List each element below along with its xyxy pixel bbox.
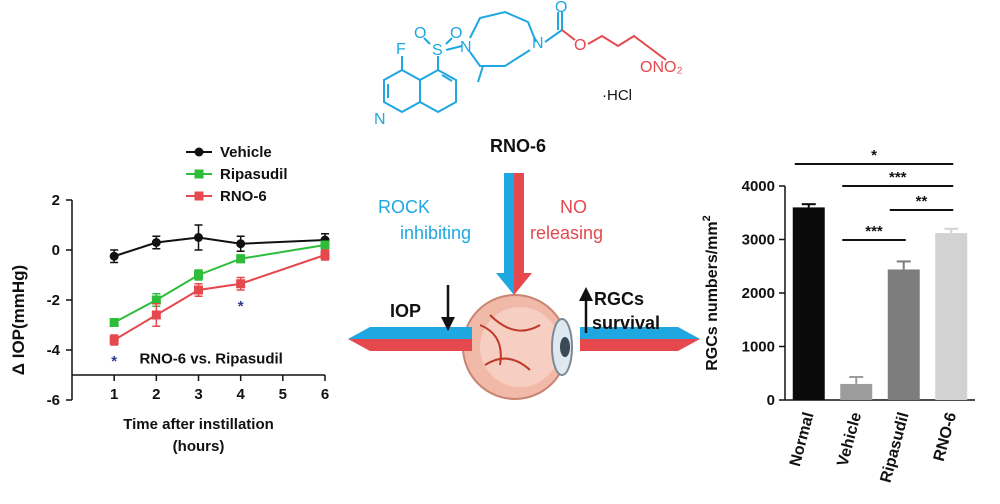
legend-label: RNO-6 — [220, 188, 267, 205]
significance-label: *** — [889, 169, 907, 186]
legend-label: Ripasudil — [220, 166, 288, 183]
data-point — [109, 318, 119, 327]
series-line-ripasudil — [113, 244, 326, 324]
rgcs-label: RGCs — [594, 289, 644, 309]
category-label: RNO-6 — [931, 411, 960, 464]
eye-icon — [462, 294, 573, 400]
significance-label: *** — [865, 223, 883, 240]
data-point — [236, 239, 246, 249]
data-point — [109, 335, 119, 345]
significance-label: ** — [916, 193, 928, 210]
y-axis-label: Δ IOP(mmHg) — [9, 265, 28, 375]
y-tick-label: 3000 — [742, 232, 775, 249]
isoquinoline-ring — [383, 10, 537, 114]
y-tick-label: -2 — [47, 292, 60, 309]
bar-ripasudil — [887, 269, 920, 400]
data-point — [151, 238, 161, 247]
mechanism-diagram: ROCK inhibiting NO releasing IOP RGCs su… — [348, 173, 700, 400]
y-tick-label: 0 — [767, 392, 775, 409]
data-point — [320, 240, 330, 250]
oxygen-atom-2: O — [450, 25, 462, 42]
fluorine-atom: F — [396, 41, 406, 58]
category-label: Normal — [787, 411, 818, 469]
diazepane-nitrogen-2: N — [532, 35, 544, 52]
y-tick-label: 2000 — [742, 285, 775, 302]
y-axis-label: RGCs numbers/mm2 — [701, 215, 721, 371]
y-tick-label: -4 — [47, 342, 61, 359]
ester-oxygen: O — [574, 37, 586, 54]
x-axis-label: Time after instillation — [123, 416, 274, 433]
x-tick-label: 4 — [236, 386, 245, 403]
data-point — [151, 310, 161, 320]
nitrate-group: ONO₂ — [640, 59, 683, 76]
y-tick-label: -6 — [47, 392, 60, 409]
nitrate-chain — [561, 29, 667, 61]
legend-marker — [194, 191, 204, 201]
no-label: NO — [560, 197, 587, 217]
compound-name: RNO-6 — [490, 136, 546, 156]
bar-vehicle — [840, 383, 873, 400]
category-label: Ripasudil — [878, 411, 913, 485]
y-tick-label: 0 — [52, 242, 60, 259]
data-point — [320, 250, 330, 260]
hcl-salt: ·HCl — [602, 87, 632, 104]
significance-label: * — [871, 150, 877, 164]
rno6-structure: F S O O N N N O O ONO₂ ·HCl RNO-6 — [374, 0, 683, 156]
data-point — [236, 279, 246, 289]
comparison-annotation: RNO-6 vs. Ripasudil — [139, 351, 282, 368]
x-tick-label: 1 — [110, 386, 118, 403]
survival-label: survival — [592, 313, 660, 333]
down-arrow-icon — [441, 285, 455, 331]
category-label: Vehicle — [834, 411, 865, 469]
x-axis-unit: (hours) — [173, 438, 225, 455]
y-tick-label: 1000 — [742, 339, 775, 356]
pyridine-nitrogen: N — [374, 111, 386, 128]
legend-marker — [194, 169, 204, 179]
data-point — [194, 233, 203, 242]
inhibiting-label: inhibiting — [400, 223, 471, 243]
y-tick-label: 2 — [52, 192, 60, 209]
significance-star: * — [111, 353, 117, 370]
x-tick-label: 3 — [194, 386, 202, 403]
data-point — [194, 285, 203, 295]
data-point — [194, 270, 203, 280]
x-tick-label: 6 — [321, 386, 329, 403]
data-point — [151, 295, 161, 305]
iop-label: IOP — [390, 301, 421, 321]
x-tick-label: 2 — [152, 386, 160, 403]
rock-label: ROCK — [378, 197, 430, 217]
data-point — [236, 254, 246, 264]
up-arrow-icon — [579, 287, 593, 333]
y-tick-label: 4000 — [742, 178, 775, 195]
legend-label: Vehicle — [220, 144, 272, 161]
oxygen-atom-1: O — [414, 25, 426, 42]
significance-star: * — [238, 298, 244, 315]
sulfur-atom: S — [432, 42, 443, 59]
data-point — [109, 251, 119, 261]
legend-marker — [194, 147, 204, 157]
releasing-label: releasing — [530, 223, 603, 243]
carbonyl-oxygen: O — [555, 0, 567, 16]
x-tick-label: 5 — [279, 386, 287, 403]
series-line-vehicle — [113, 236, 326, 258]
bar-rno-6 — [935, 233, 968, 400]
diazepane-nitrogen-1: N — [460, 39, 472, 56]
bar-normal — [792, 207, 825, 400]
